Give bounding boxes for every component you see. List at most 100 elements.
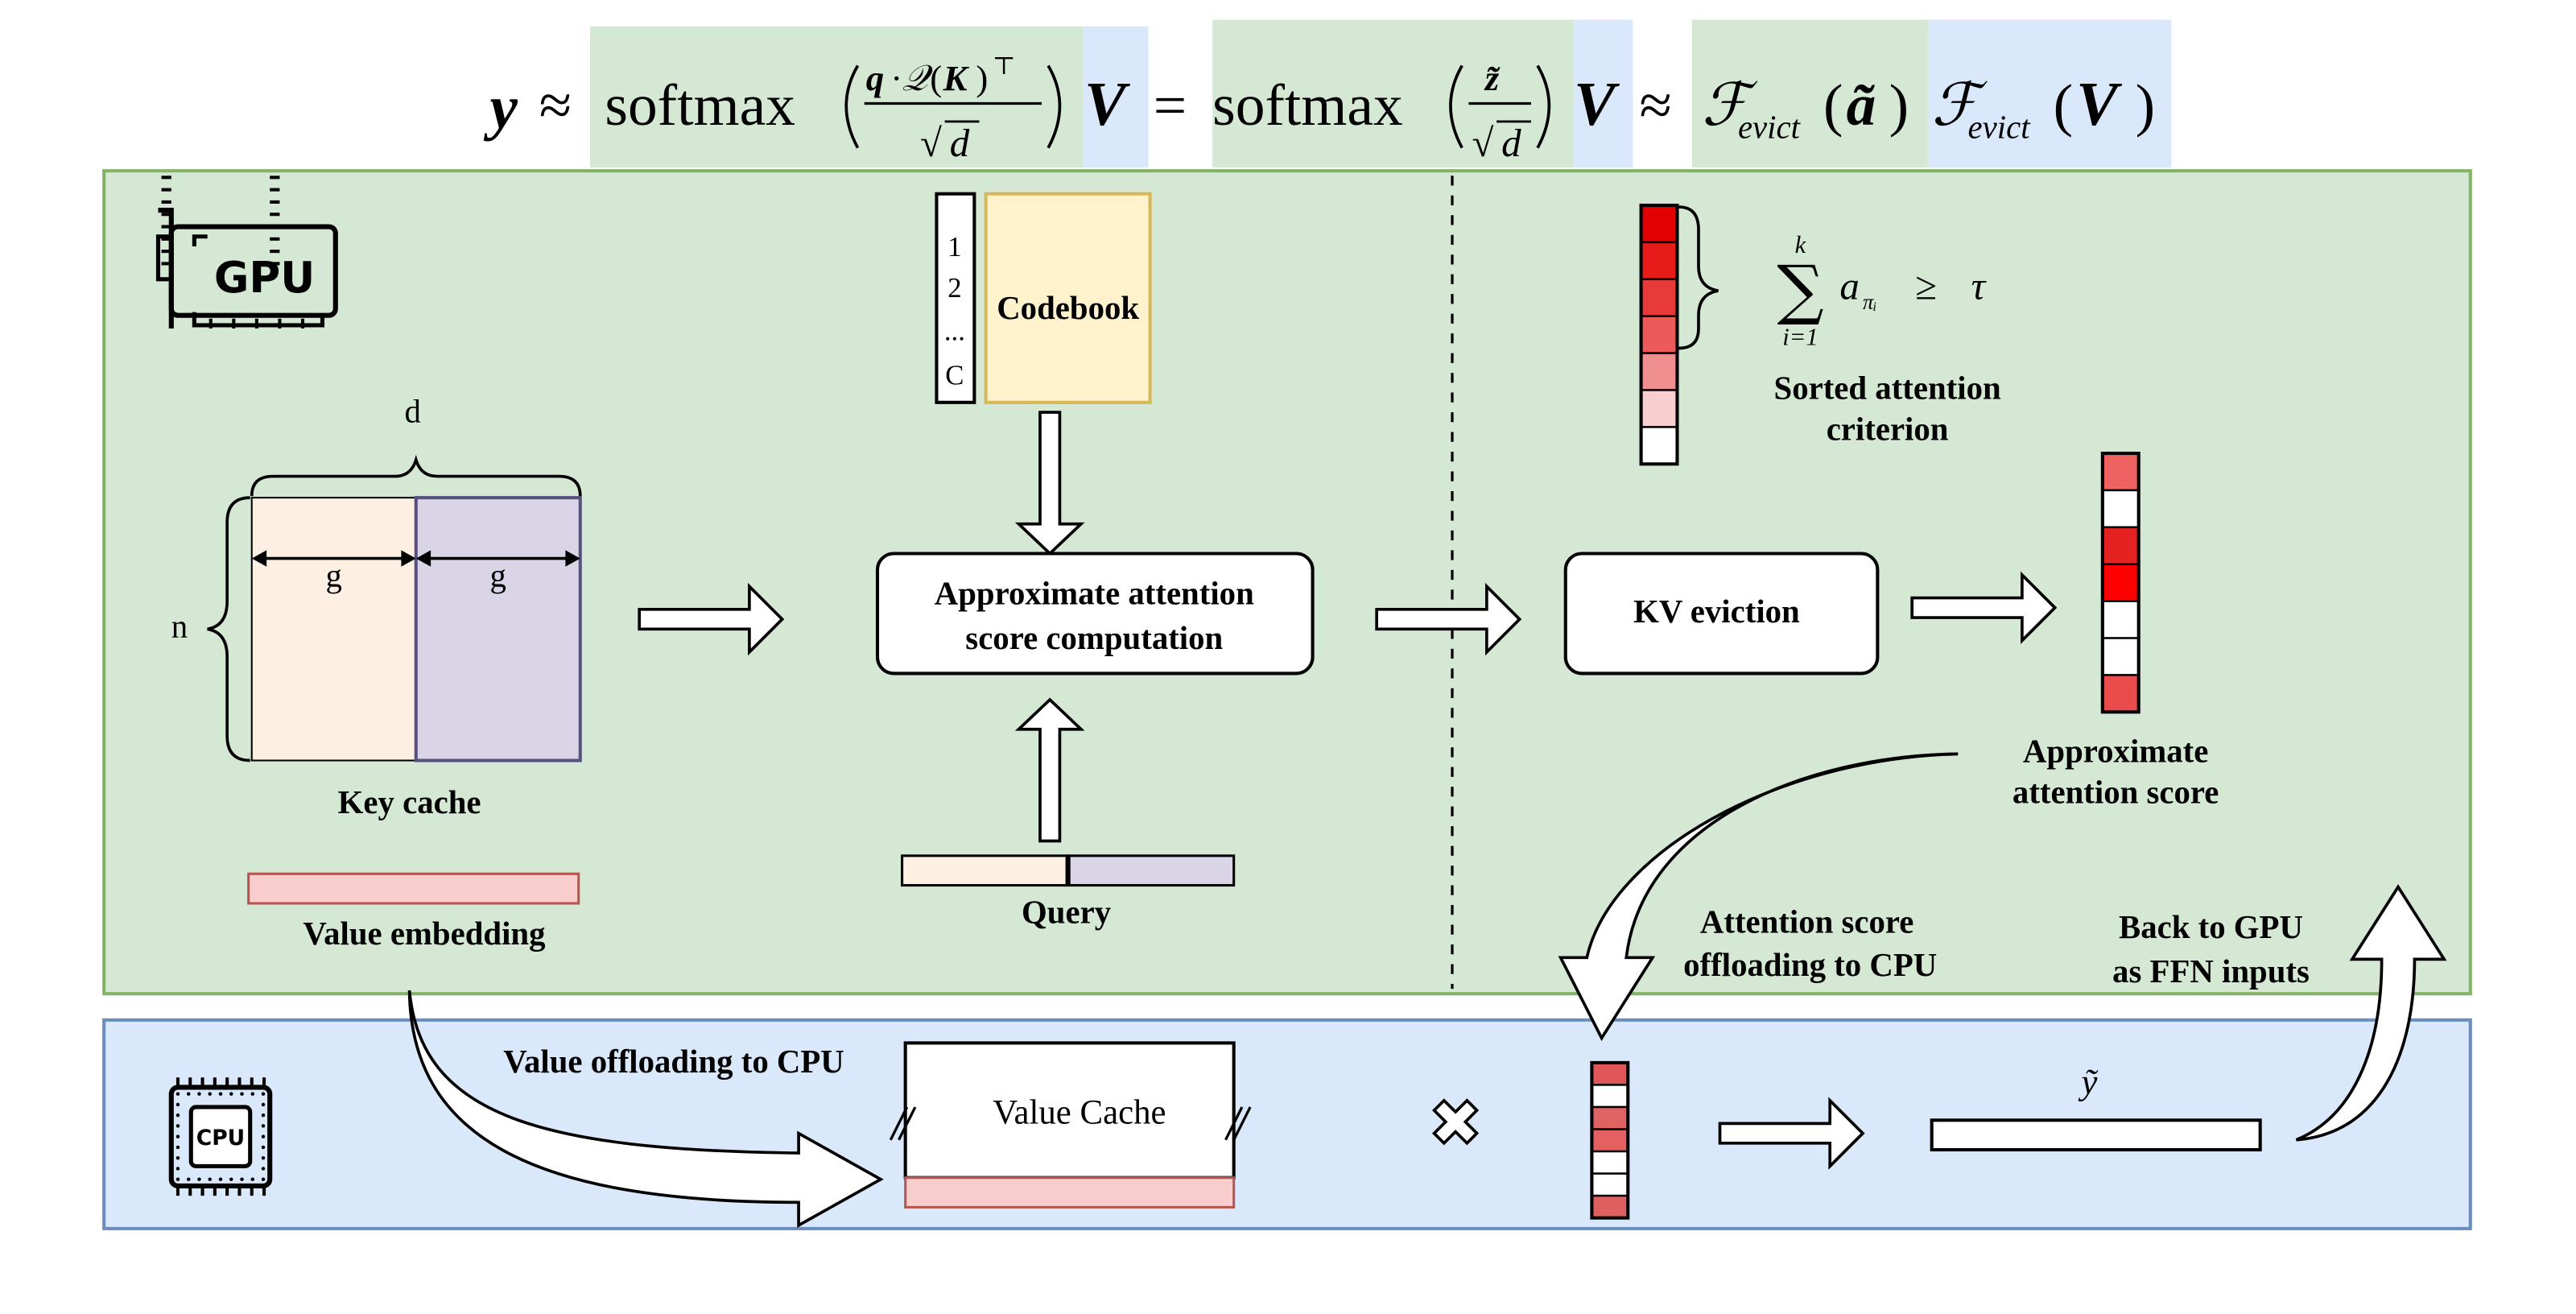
formula-bg-green-2: [1212, 19, 1574, 168]
approx-score-computation-line2: score computation: [965, 620, 1223, 656]
value-cache-new-row: [904, 1176, 1236, 1209]
formula-approx-2: ≈: [1640, 72, 1672, 138]
value-embedding-label: Value embedding: [303, 915, 545, 952]
cpu-attention-cell: [1591, 1105, 1629, 1130]
sorted-criterion-line2: criterion: [1827, 411, 1949, 448]
codebook-label: Codebook: [997, 290, 1139, 326]
arrow-back-to-gpu: [2295, 884, 2447, 1142]
formula-frac1-K: K: [943, 58, 970, 98]
cpu-attention-column: [1590, 1060, 1630, 1220]
key-cache-label: Key cache: [338, 784, 481, 820]
key-cache-g-right: g: [490, 557, 506, 593]
offload-label-line1: Attention score: [1700, 904, 1914, 940]
formula-frac1-T: ⊤: [993, 52, 1016, 80]
arrow-value-offloading: [407, 990, 884, 1228]
output-ytilde-label: ỹ: [2079, 1062, 2099, 1102]
sorted-attention-cell: [1640, 241, 1678, 281]
cpu-attention-cell: [1591, 1061, 1629, 1086]
formula-a: ã: [1847, 72, 1876, 138]
gpu-panel: GPU d n g g Key cache Value embedding: [102, 169, 2472, 996]
codebook-index-c: C: [945, 359, 964, 390]
sorted-attention-column: [1639, 203, 1679, 466]
formula-V-2: V: [1574, 69, 1620, 138]
formula-softmax-1: softmax: [605, 72, 795, 138]
multiply-icon: [1431, 1098, 1480, 1146]
sum-term: a: [1839, 263, 1859, 308]
approx-attention-cell: [2101, 489, 2140, 529]
back-to-gpu-line2: as FFN inputs: [2112, 953, 2310, 990]
cpu-attention-outline: [1590, 1060, 1630, 1220]
formula-bg-green-1: [590, 26, 1083, 168]
formula-frac2-d: d: [1501, 121, 1521, 165]
cpu-attention-cell: [1591, 1194, 1629, 1219]
arrow-eviction-to-score: [1910, 571, 2058, 645]
gpu-icon: GPU: [155, 208, 338, 328]
kv-eviction-box: [1563, 552, 1880, 676]
output-ytilde-bar: [1930, 1118, 2262, 1152]
formula-evict-1: evict: [1738, 109, 1802, 145]
formula-bg-blue-1: [1083, 26, 1149, 168]
formula: y ≈ softmax q · 𝒬 ( K ) ⊤ √ d V = softma…: [484, 19, 2172, 168]
sorted-sum-formula: k ∑ i=1 a πᵢ ≥ τ: [1777, 231, 1986, 350]
sum-top: k: [1795, 231, 1807, 258]
key-cache-d-label: d: [404, 393, 420, 429]
formula-frac2-sqrt: √: [1472, 121, 1493, 165]
formula-V-1: V: [1084, 69, 1130, 138]
sorted-attention-cell: [1640, 352, 1678, 391]
codebook-box: [984, 192, 1152, 404]
formula-approx-1: ≈: [539, 72, 572, 138]
cpu-attention-cell: [1591, 1150, 1629, 1175]
sorted-attention-cell: [1640, 204, 1678, 244]
gpu-icon-label: GPU: [214, 253, 315, 303]
formula-rparen-a: ): [1889, 72, 1909, 138]
arrow-attention-offloading: [1558, 752, 1959, 1041]
formula-frac2-z: z̃: [1484, 58, 1501, 98]
key-cache-right-half: [414, 496, 582, 762]
approx-attention-column: [2100, 452, 2140, 714]
query-left-half: [901, 854, 1070, 887]
formula-bg-blue-2: [1573, 19, 1633, 168]
formula-paren-open-2: [1449, 64, 1463, 149]
value-cache-label: Value Cache: [993, 1093, 1166, 1131]
formula-lparen-a: (: [1823, 72, 1843, 138]
sorted-attention-cell: [1640, 315, 1678, 354]
codebook-index-dots: ...: [944, 315, 965, 346]
formula-rparen-V: ): [2136, 72, 2155, 138]
cpu-icon: CPU: [161, 176, 280, 1196]
approx-score-computation-box: [875, 552, 1315, 676]
sum-bottom: i=1: [1782, 323, 1818, 350]
value-embedding-bar: [247, 872, 580, 905]
kv-eviction-label: KV eviction: [1633, 593, 1800, 630]
offload-label-line2: offloading to CPU: [1683, 947, 1937, 983]
sorted-attention-cell: [1640, 278, 1678, 317]
key-cache-left-brace: [207, 496, 250, 762]
cpu-icon-label: CPU: [196, 1126, 245, 1151]
approx-attention-cell: [2101, 600, 2140, 639]
cpu-attention-cell: [1591, 1084, 1629, 1109]
formula-frac1-d: d: [950, 121, 970, 165]
approx-attention-outline: [2100, 452, 2140, 714]
formula-softmax-2: softmax: [1212, 72, 1403, 138]
formula-paren-open-1: [844, 64, 860, 149]
query-right-half: [1067, 854, 1236, 887]
arrow-codebook-to-approx: [1014, 411, 1085, 556]
sorted-attention-cell: [1640, 389, 1678, 428]
key-cache: d n g g Key cache: [171, 393, 582, 820]
key-cache-left-half: [250, 497, 417, 762]
value-offloading-label: Value offloading to CPU: [503, 1043, 844, 1080]
sorted-attention-brace: [1678, 205, 1719, 350]
approx-score-computation-line1: Approximate attention: [935, 576, 1254, 612]
formula-frac1-lparen: (: [930, 58, 942, 98]
arrow-approx-to-eviction: [1375, 582, 1522, 656]
arrow-key-to-approx: [638, 582, 785, 656]
approx-attention-cell: [2101, 563, 2140, 602]
approx-attention-cell: [2101, 674, 2140, 713]
formula-paren-close-1: [1046, 64, 1062, 149]
approx-attention-cell: [2101, 452, 2140, 492]
formula-y: y: [484, 72, 518, 142]
sum-term-sub: πᵢ: [1863, 290, 1876, 314]
cpu-attention-cell: [1591, 1128, 1629, 1153]
formula-bg-green-3: [1691, 19, 1929, 168]
formula-V-3: V: [2076, 69, 2122, 138]
back-to-gpu-line1: Back to GPU: [2119, 909, 2303, 945]
